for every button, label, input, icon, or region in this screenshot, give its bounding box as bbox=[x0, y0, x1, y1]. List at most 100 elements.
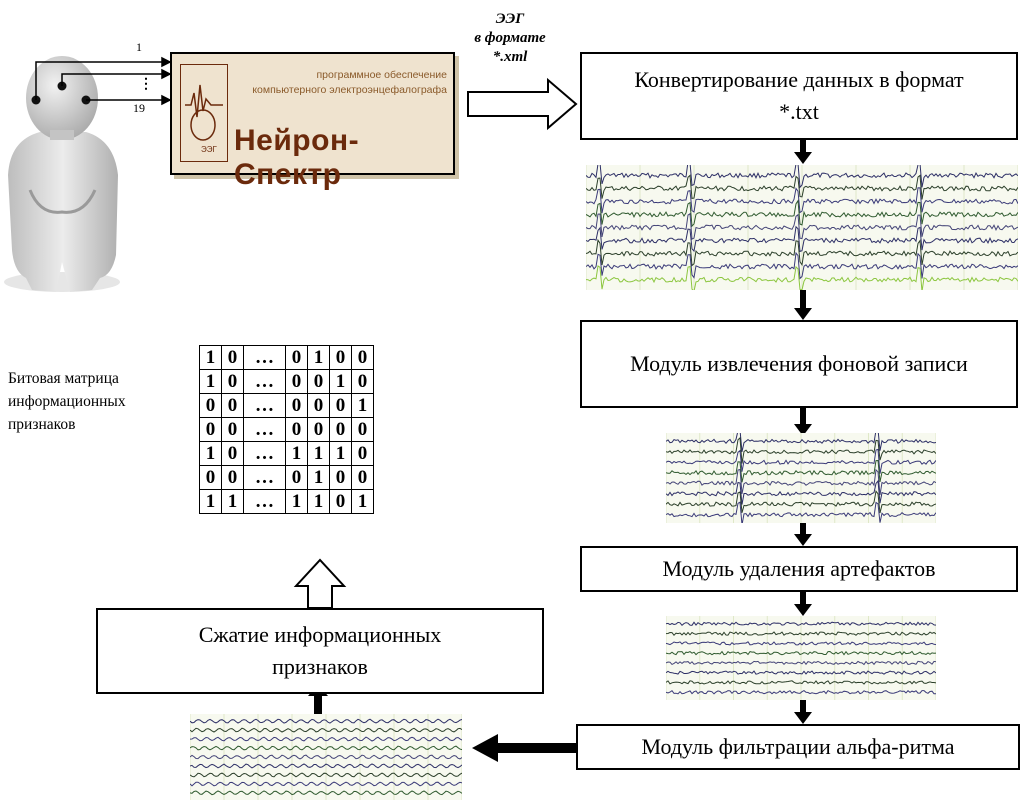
eeg-background-traces bbox=[665, 428, 937, 525]
down-arrows bbox=[794, 140, 812, 724]
matrix-cell: … bbox=[243, 369, 286, 394]
matrix-cell: 0 bbox=[221, 369, 244, 394]
matrix-cell: 0 bbox=[329, 345, 352, 370]
matrix-cell: 0 bbox=[285, 465, 308, 490]
matrix-cell: 1 bbox=[307, 489, 330, 514]
hollow-arrow-to-matrix bbox=[293, 558, 347, 609]
channel-last-label: 19 bbox=[133, 101, 145, 115]
eeg-trace-line bbox=[665, 436, 937, 464]
channel-first-label: 1 bbox=[136, 40, 142, 54]
eeg-trace-line bbox=[665, 689, 936, 695]
matrix-cell: 0 bbox=[307, 393, 330, 418]
eeg-trace-line bbox=[665, 660, 937, 666]
eeg-trace-line bbox=[189, 781, 463, 787]
eeg-trace-line bbox=[665, 621, 937, 627]
step-convert-box: Конвертирование данных в формат *.txt bbox=[580, 52, 1018, 140]
matrix-cell: 1 bbox=[329, 369, 352, 394]
matrix-cell: … bbox=[243, 417, 286, 442]
step-alpha-box: Модуль фильтрации альфа-ритма bbox=[576, 724, 1020, 770]
person-figure bbox=[4, 56, 120, 292]
eeg-trace-line bbox=[665, 490, 937, 514]
matrix-cell: 0 bbox=[329, 417, 352, 442]
eeg-trace-line bbox=[665, 680, 937, 685]
matrix-cell: … bbox=[243, 489, 286, 514]
matrix-cell: 1 bbox=[351, 489, 374, 514]
eeg-trace-line bbox=[665, 670, 937, 675]
channel-dots-label: ⋮ bbox=[139, 77, 153, 92]
eeg-trace-line bbox=[665, 448, 937, 474]
eeg-trace-line bbox=[665, 459, 937, 483]
matrix-cell: 1 bbox=[221, 489, 244, 514]
step-artifacts-box: Модуль удаления артефактов bbox=[580, 546, 1018, 592]
matrix-cell: 0 bbox=[351, 369, 374, 394]
matrix-cell: 0 bbox=[199, 393, 222, 418]
eeg-trace-line bbox=[189, 790, 463, 796]
step-compress-text: Сжатие информационных признаков bbox=[198, 622, 442, 679]
matrix-cell: 1 bbox=[307, 465, 330, 490]
matrix-cell: 0 bbox=[329, 465, 352, 490]
matrix-cell: 0 bbox=[221, 393, 244, 418]
eeg-raw-plot bbox=[585, 161, 1019, 293]
step-extract-box: Модуль извлечения фоновой записи bbox=[580, 320, 1018, 408]
matrix-cell: 1 bbox=[199, 489, 222, 514]
eeg-trace-line bbox=[585, 238, 1019, 267]
matrix-cell: 0 bbox=[285, 417, 308, 442]
eeg-trace-line bbox=[189, 763, 463, 769]
matrix-cell: 0 bbox=[221, 345, 244, 370]
eeg-format-label: ЭЭГ в формате *.xml bbox=[446, 10, 574, 67]
step-compress-box: Сжатие информационных признаков bbox=[96, 608, 544, 694]
matrix-cell: 1 bbox=[285, 441, 308, 466]
matrix-cell: 1 bbox=[199, 345, 222, 370]
eeg-trace-line bbox=[665, 650, 937, 656]
matrix-cell: 0 bbox=[329, 393, 352, 418]
eeg-trace-line bbox=[189, 772, 463, 778]
eeg-trace-line bbox=[189, 754, 463, 760]
eeg-clean-plot bbox=[665, 616, 937, 700]
matrix-cell: … bbox=[243, 393, 286, 418]
eeg-trace-line bbox=[585, 174, 1019, 200]
software-name: Нейрон-Спектр bbox=[234, 124, 360, 191]
matrix-cell: 0 bbox=[199, 417, 222, 442]
step-convert-text: Конвертирование данных в формат *.txt bbox=[634, 67, 964, 124]
electrode-wires bbox=[35, 56, 172, 106]
eeg-trace-line bbox=[189, 718, 463, 724]
matrix-cell: 1 bbox=[307, 345, 330, 370]
matrix-cell: 0 bbox=[285, 369, 308, 394]
matrix-cell: … bbox=[243, 441, 286, 466]
eeg-trace-line bbox=[585, 225, 1019, 253]
matrix-cell: 0 bbox=[221, 441, 244, 466]
matrix-cell: 0 bbox=[351, 441, 374, 466]
matrix-cell: 1 bbox=[199, 369, 222, 394]
step-extract-text: Модуль извлечения фоновой записи bbox=[630, 351, 968, 377]
eeg-alpha-traces bbox=[189, 714, 463, 800]
hollow-arrow-to-convert bbox=[467, 77, 578, 131]
format-line-3: *.xml bbox=[492, 49, 528, 65]
matrix-cell: 1 bbox=[307, 441, 330, 466]
eeg-trace-line bbox=[585, 161, 1019, 189]
matrix-cell: 0 bbox=[329, 489, 352, 514]
matrix-cell: 0 bbox=[221, 417, 244, 442]
eeg-trace-line bbox=[585, 199, 1019, 228]
eeg-trace-line bbox=[665, 631, 937, 636]
eeg-trace-line bbox=[665, 501, 937, 525]
eeg-trace-line bbox=[189, 736, 463, 742]
eeg-trace-line bbox=[665, 428, 937, 452]
format-line-1: ЭЭГ bbox=[495, 11, 525, 27]
eeg-trace-line bbox=[585, 212, 1019, 240]
software-caption: программное обеспечение компьютерного эл… bbox=[252, 68, 447, 98]
matrix-cell: 0 bbox=[221, 465, 244, 490]
matrix-cell: … bbox=[243, 345, 286, 370]
eeg-trace-line bbox=[585, 265, 1019, 293]
eeg-trace-line bbox=[665, 468, 937, 495]
matrix-label: Битовая матрица информационных признаков bbox=[8, 370, 126, 433]
logo-text: ЭЭГ bbox=[201, 145, 217, 154]
step-alpha-text: Модуль фильтрации альфа-ритма bbox=[641, 734, 955, 760]
eeg-alpha-plot bbox=[189, 714, 463, 800]
